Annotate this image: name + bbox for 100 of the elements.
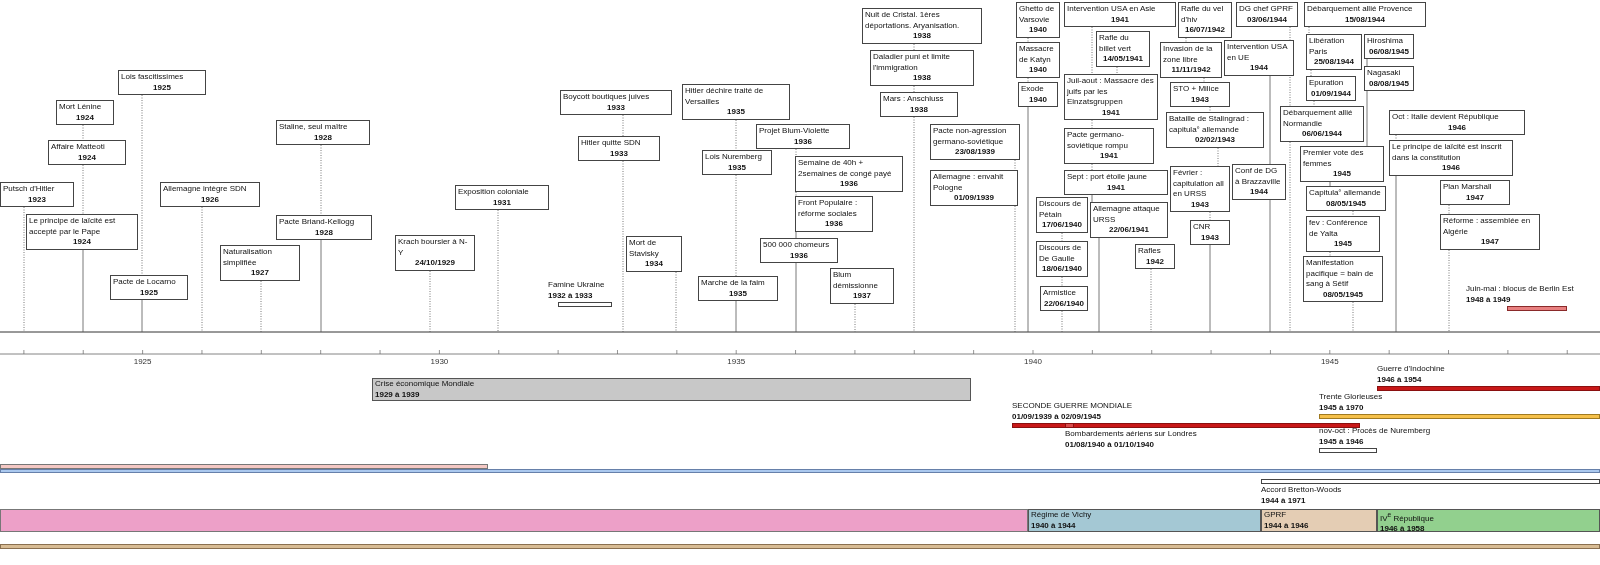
event-title: Mars : Anschluss [883, 94, 945, 105]
event-title: Pacte non-agression germano-soviétique [933, 126, 1008, 147]
event-title: Boycott boutiques juives [563, 92, 651, 103]
drop-line [854, 303, 856, 333]
event-box [862, 8, 982, 44]
event-date: 1935 [728, 288, 748, 299]
event-box [0, 182, 74, 207]
event-date: 11/11/1942 [1170, 65, 1212, 76]
event-date: 1941 [1110, 14, 1130, 25]
event-date: 1946 à 1958 [1380, 524, 1425, 535]
event-date: 1938 [912, 73, 932, 84]
event-box [1064, 2, 1176, 27]
event-date: 1946 [1441, 163, 1461, 174]
event-title: Armistice [1043, 288, 1077, 299]
event-title: Rafles [1138, 246, 1162, 257]
drop-line [1091, 119, 1093, 129]
event-date: 08/05/1945 [1321, 289, 1364, 300]
event-box [1096, 31, 1150, 67]
event-title: Manifestation pacifique = bain de sang à Sétif [1306, 258, 1375, 290]
event-date: 06/08/1945 [1367, 46, 1410, 57]
drop-line [1448, 249, 1450, 333]
drop-line [1027, 106, 1029, 333]
event-title: Blum démissionne [833, 270, 879, 291]
event-box [455, 185, 549, 210]
drop-line [1098, 237, 1100, 333]
event-box [1364, 34, 1414, 59]
drop-line [1269, 199, 1271, 333]
event-date: 1944 [1249, 63, 1269, 74]
event-date: 01/09/1944 [1309, 88, 1352, 99]
drop-line [913, 116, 915, 333]
event-date: 1929 à 1939 [375, 389, 420, 400]
event-box [560, 90, 672, 115]
event-box [795, 156, 903, 192]
event-box [795, 196, 873, 232]
event-box [1232, 164, 1286, 200]
event-date: 1931 [492, 197, 512, 208]
event-title: Intervention USA en UE [1227, 42, 1289, 63]
event-date: 1944 à 1971 [1261, 495, 1306, 506]
event-title: Allemagne attaque URSS [1093, 204, 1161, 225]
event-title: DG chef GPRF [1239, 4, 1294, 15]
event-date: 16/07/1942 [1183, 25, 1226, 36]
event-title: Le principe de laïcité est accepté par le Pape [29, 216, 117, 237]
event-date: 1943 [1190, 94, 1210, 105]
event-date: 1938 [912, 31, 932, 42]
event-box [1016, 42, 1060, 78]
event-date: 1933 [606, 102, 626, 113]
event-title: Pacte de Locarno [113, 277, 177, 288]
event-date: 1945 [1333, 239, 1353, 250]
event-date: 15/08/1944 [1343, 14, 1386, 25]
event-title: fev : Conférence de Yalta [1309, 218, 1369, 239]
event-box [698, 276, 778, 301]
drop-line [1091, 194, 1093, 203]
event-title: Discours de De Gaulle [1039, 243, 1083, 264]
event-date: 1935 [726, 107, 746, 118]
drop-line [795, 148, 797, 157]
event-box [880, 92, 958, 117]
event-box [1306, 34, 1362, 70]
event-date: 1923 [27, 194, 47, 205]
event-box [1064, 170, 1168, 195]
event-box [1306, 216, 1380, 252]
event-title: Hiroshima [1367, 36, 1404, 47]
drop-line [141, 299, 143, 333]
drop-line [1203, 77, 1205, 83]
event-date: 1927 [250, 268, 270, 279]
event-box [1306, 186, 1386, 211]
event-title: Libération Paris [1309, 36, 1346, 57]
event-box [1036, 197, 1088, 233]
drop-line [1091, 163, 1093, 171]
drop-line [735, 300, 737, 333]
event-date: 1936 [824, 219, 844, 230]
drop-line [1209, 106, 1211, 113]
drop-line [1217, 147, 1219, 167]
event-title: Naturalisation simplifiée [223, 247, 273, 268]
event-date: 23/08/1939 [953, 147, 996, 158]
event-box [1224, 40, 1294, 76]
drop-line [1366, 58, 1368, 67]
drop-line [429, 270, 431, 333]
drop-line [1061, 310, 1063, 333]
event-title: Mort Lénine [59, 102, 103, 113]
event-title: Oct : Italie devient République [1392, 112, 1500, 123]
event-title: Putsch d'Hitler [3, 184, 56, 195]
event-box [1304, 2, 1426, 27]
event-box [1016, 2, 1060, 38]
event-box [110, 275, 188, 300]
event-box [1090, 202, 1168, 238]
event-box [1064, 128, 1154, 164]
event-title: Juin-mai : blocus de Berlin Est [1466, 284, 1574, 295]
event-date: 06/06/1944 [1300, 129, 1343, 140]
drop-line [1352, 210, 1354, 217]
drop-line [1209, 211, 1211, 221]
drop-line [795, 191, 797, 197]
event-date: 1945 à 1970 [1319, 402, 1364, 413]
event-box [930, 170, 1018, 206]
event-box [1440, 180, 1510, 205]
event-box [1300, 146, 1384, 182]
event-title: Daladier puni et limite l'immigration [873, 52, 951, 73]
event-date: 1940 [1028, 25, 1048, 36]
drop-line [1289, 141, 1291, 333]
event-date: 1926 [200, 194, 220, 205]
event-box [276, 120, 370, 145]
